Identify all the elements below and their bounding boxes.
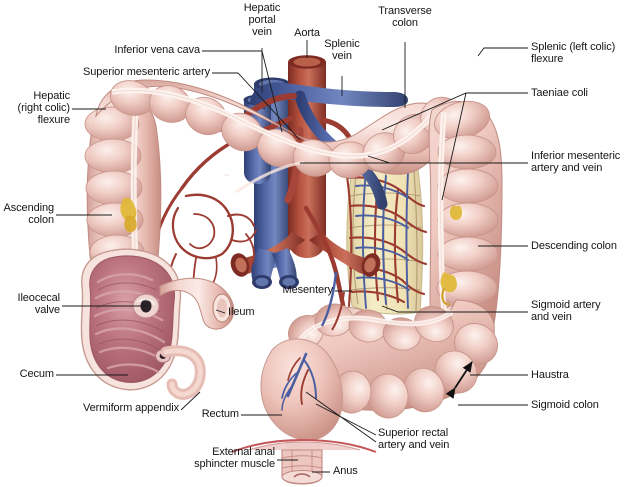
label-haustra: Haustra [531, 369, 569, 381]
leader-taeniae-coli-b [441, 92, 528, 201]
label-ileum: Ileum [228, 306, 255, 318]
label-splenic-left-colic-flexure: Splenic (left colic) flexure [531, 41, 616, 66]
vermiform-appendix [160, 345, 206, 400]
label-ileocecal-valve: Ileocecal valve [17, 292, 60, 317]
label-rectum: Rectum [201, 408, 239, 420]
label-anus: Anus [333, 465, 358, 477]
label-hepatic-portal-vein: Hepatic portal vein [243, 2, 281, 39]
ileum [159, 277, 235, 330]
label-external-anal-sphincter-muscle: External anal sphincter muscle [194, 446, 275, 471]
cecum [80, 248, 182, 391]
label-descending-colon: Descending colon [531, 240, 617, 252]
label-hepatic-right-colic-flexure: Hepatic (right colic) flexure [17, 90, 71, 127]
leader-sigmoid-vessels [381, 305, 528, 313]
mesentery-fan [342, 158, 428, 315]
label-sigmoid-artery-and-vein: Sigmoid artery and vein [531, 299, 601, 324]
svg-text:~: ~ [224, 170, 229, 180]
label-vermiform-appendix: Vermiform appendix [82, 402, 179, 414]
label-superior-mesenteric-artery: Superior mesenteric artery [82, 66, 210, 78]
label-aorta: Aorta [294, 27, 320, 39]
leader-superior-mesenteric-artery [212, 72, 301, 141]
label-inferior-vena-cava: Inferior vena cava [114, 44, 200, 56]
label-transverse-colon: Transverse colon [378, 5, 432, 30]
label-inferior-mesenteric-artery-and-vein: Inferior mesenteric artery and vein [531, 150, 621, 175]
leader-vermiform-appendix [180, 391, 201, 411]
leader-superior-rectal-vessels [315, 403, 377, 436]
great-vessels [208, 55, 408, 313]
label-superior-rectal-artery-and-vein: Superior rectal artery and vein [378, 427, 450, 452]
label-mesentery: Mesentery [282, 284, 334, 296]
label-cecum: Cecum [19, 368, 54, 380]
label-ascending-colon: Ascending colon [3, 202, 55, 227]
leader-inferior-vena-cava [202, 50, 283, 133]
label-taeniae-coli: Taeniae coli [531, 87, 588, 99]
label-splenic-vein: Splenic vein [324, 38, 360, 63]
leader-lines [56, 40, 528, 473]
leader-ileum [215, 309, 226, 314]
leader-superior-rectal-vessels-2 [305, 391, 377, 443]
haustra-arrow [445, 361, 473, 399]
label-sigmoid-colon: Sigmoid colon [531, 399, 599, 411]
leader-splenic-flexure [477, 47, 528, 57]
